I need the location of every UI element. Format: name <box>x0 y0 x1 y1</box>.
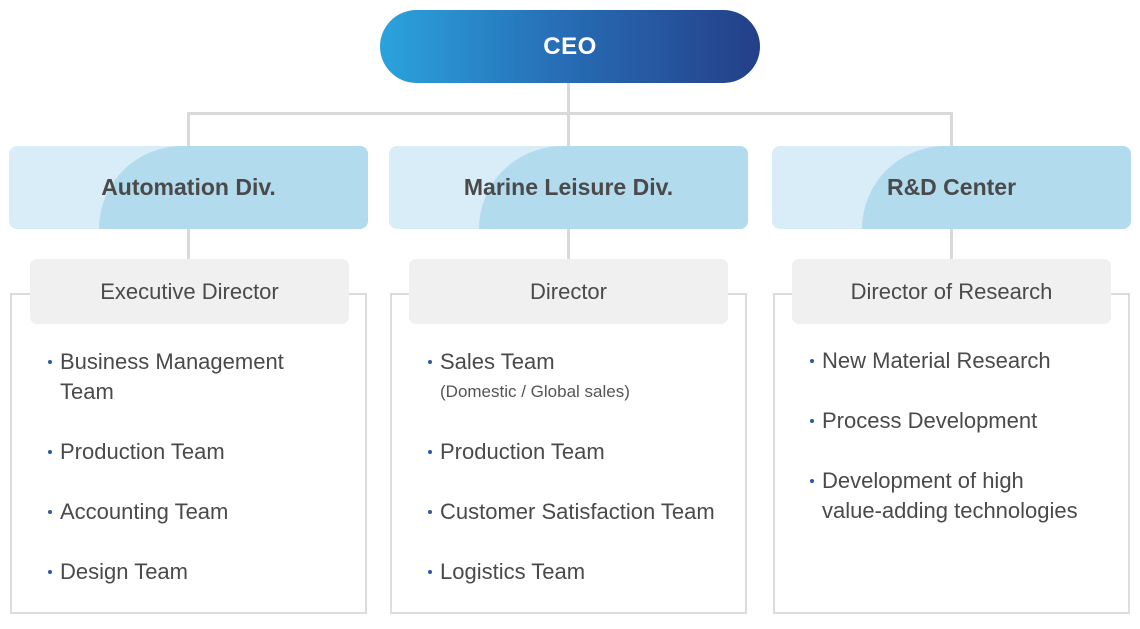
connector-marine-down <box>567 229 570 259</box>
bullet-icon <box>48 510 52 514</box>
connector-rd-down <box>950 229 953 259</box>
team-item: Accounting Team <box>48 497 229 527</box>
bullet-icon <box>810 479 814 483</box>
team-name: Production Team <box>60 439 225 464</box>
director-rd-center: Director of Research <box>792 259 1111 324</box>
team-frame-automation <box>10 293 367 614</box>
team-item: Production Team <box>428 437 605 467</box>
ceo-label: CEO <box>543 32 597 60</box>
connector-automation-up <box>187 112 190 146</box>
team-name: Customer Satisfaction Team <box>440 499 715 524</box>
division-name: Marine Leisure Div. <box>463 174 674 200</box>
bullet-icon <box>810 359 814 363</box>
team-item: New Material Research <box>810 346 1051 376</box>
team-name: Process Development <box>822 408 1038 433</box>
ceo-node: CEO <box>380 10 760 83</box>
connector-horizontal <box>187 112 953 115</box>
bullet-icon <box>48 450 52 454</box>
division-marine-leisure: Marine Leisure Div. <box>389 146 748 229</box>
bullet-icon <box>428 360 432 364</box>
division-accent-shape <box>479 146 748 229</box>
bullet-icon <box>428 570 432 574</box>
bullet-icon <box>48 570 52 574</box>
team-name: Design Team <box>60 559 188 584</box>
division-accent-shape <box>862 146 1131 229</box>
team-item: Logistics Team <box>428 557 586 587</box>
connector-marine-up <box>567 112 570 146</box>
bullet-icon <box>428 450 432 454</box>
bullet-icon <box>810 419 814 423</box>
director-marine-leisure: Director <box>409 259 728 324</box>
team-name: Business Management <box>60 349 284 374</box>
connector-automation-down <box>187 229 190 259</box>
connector-rd-up <box>950 112 953 146</box>
division-rd-center: R&D Center <box>772 146 1131 229</box>
team-name: Sales Team <box>440 349 555 374</box>
team-name-cont: value-adding technologies <box>822 498 1078 523</box>
connector-ceo-down <box>567 83 570 115</box>
team-frame-marine-leisure <box>390 293 747 614</box>
team-note: (Domestic / Global sales) <box>440 382 630 401</box>
team-name: New Material Research <box>822 348 1051 373</box>
team-frame-rd-center <box>773 293 1130 614</box>
team-item: Production Team <box>48 437 225 467</box>
team-item: Business Management Team <box>48 347 284 407</box>
division-name: R&D Center <box>886 174 1017 200</box>
team-name: Logistics Team <box>440 559 586 584</box>
team-item: Process Development <box>810 406 1038 436</box>
team-name: Development of high <box>822 468 1024 493</box>
bullet-icon <box>48 360 52 364</box>
division-automation: Automation Div. <box>9 146 368 229</box>
team-name: Production Team <box>440 439 605 464</box>
division-accent-shape <box>99 146 368 229</box>
division-name: Automation Div. <box>101 174 276 200</box>
team-name: Accounting Team <box>60 499 229 524</box>
team-item: Development of high value-adding technol… <box>810 466 1078 526</box>
team-name-cont: Team <box>60 379 114 404</box>
director-automation: Executive Director <box>30 259 349 324</box>
team-item: Sales Team (Domestic / Global sales) <box>428 347 630 407</box>
team-item: Design Team <box>48 557 188 587</box>
team-item: Customer Satisfaction Team <box>428 497 715 527</box>
bullet-icon <box>428 510 432 514</box>
